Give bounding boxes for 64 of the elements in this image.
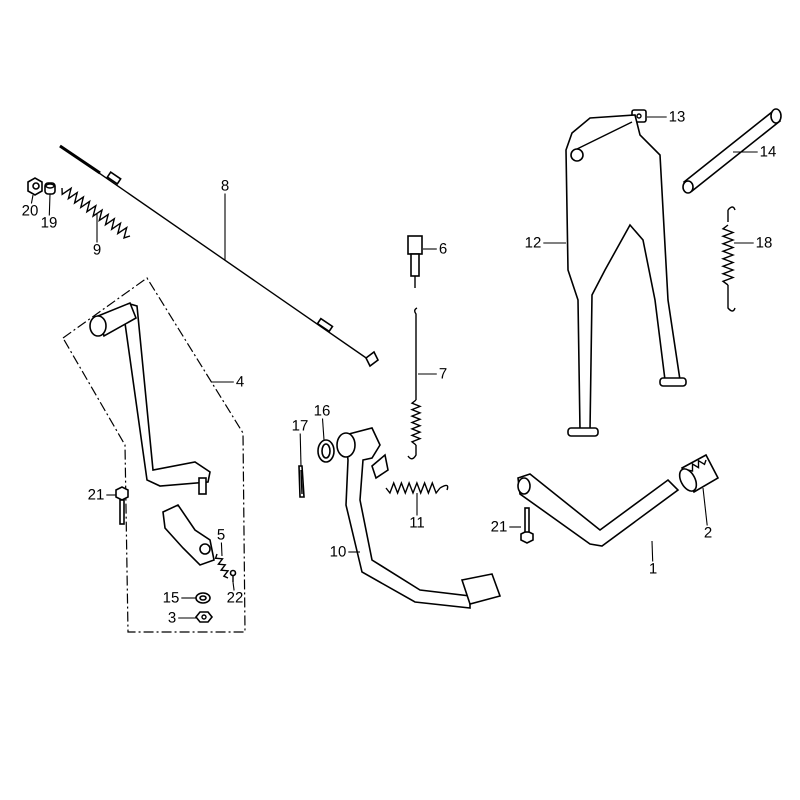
brake-cable-drawing	[59, 144, 380, 368]
leader-line	[348, 551, 360, 553]
callout-number: 12	[524, 234, 542, 252]
callout-number: 18	[756, 234, 772, 252]
washer-drawing	[317, 439, 335, 463]
leader-line	[416, 493, 418, 516]
callout-number: 13	[668, 108, 686, 126]
callout-number: 21	[88, 486, 104, 504]
group-outline	[62, 277, 246, 633]
callout-number: 16	[314, 402, 330, 420]
flange-bolt-drawing	[520, 507, 534, 544]
flange-bolt-drawing	[115, 486, 129, 525]
leader-line	[543, 242, 566, 244]
nut-drawing	[194, 611, 214, 623]
callout-number: 8	[220, 178, 230, 194]
leader-line	[224, 194, 226, 260]
callout-number: 3	[168, 610, 176, 626]
callout-number: 4	[236, 374, 244, 390]
rubber-grip-drawing	[678, 454, 720, 494]
leader-line	[300, 433, 302, 466]
leader-line	[733, 151, 758, 153]
leader-line	[418, 373, 437, 375]
kick-starter-arm-drawing	[517, 473, 680, 547]
switch-spring-drawing	[407, 307, 422, 460]
callout-number: 7	[438, 366, 448, 382]
leader-line	[702, 488, 708, 526]
cotter-pin-drawing	[298, 465, 305, 498]
joint-pin-drawing	[44, 182, 56, 195]
washer-drawing	[195, 592, 211, 604]
leader-line	[423, 248, 437, 250]
spring-drawing	[214, 554, 230, 579]
leader-line	[178, 617, 196, 619]
stand-spring-drawing	[721, 206, 736, 312]
leader-line	[48, 194, 51, 216]
leader-line	[651, 540, 654, 562]
callout-number: 17	[292, 418, 308, 434]
leader-line	[96, 214, 98, 242]
leader-line	[211, 381, 234, 383]
leader-line	[509, 526, 521, 528]
leader-line	[647, 116, 667, 118]
callout-number: 2	[704, 524, 712, 542]
callout-number: 14	[760, 144, 776, 160]
leader-line	[734, 242, 754, 244]
leader-line	[322, 418, 325, 440]
leader-line	[232, 582, 235, 591]
leader-line	[30, 194, 34, 204]
leader-line	[181, 597, 196, 599]
stop-switch-drawing	[407, 235, 423, 288]
pin-drawing	[230, 570, 236, 582]
leader-line	[220, 542, 223, 556]
callout-number: 20	[22, 202, 38, 220]
leader-line	[106, 494, 116, 496]
callout-number: 15	[162, 590, 180, 606]
callout-number: 10	[330, 544, 346, 560]
callout-number: 11	[409, 514, 425, 532]
callout-number: 9	[92, 242, 102, 258]
adjusting-nut-drawing	[27, 177, 43, 196]
callout-number: 1	[648, 560, 658, 578]
callout-number: 19	[40, 214, 58, 232]
callout-number: 6	[438, 240, 448, 258]
callout-number: 5	[216, 526, 226, 544]
callout-number: 22	[226, 590, 244, 606]
return-spring-drawing	[385, 481, 448, 495]
callout-number: 21	[490, 518, 508, 536]
